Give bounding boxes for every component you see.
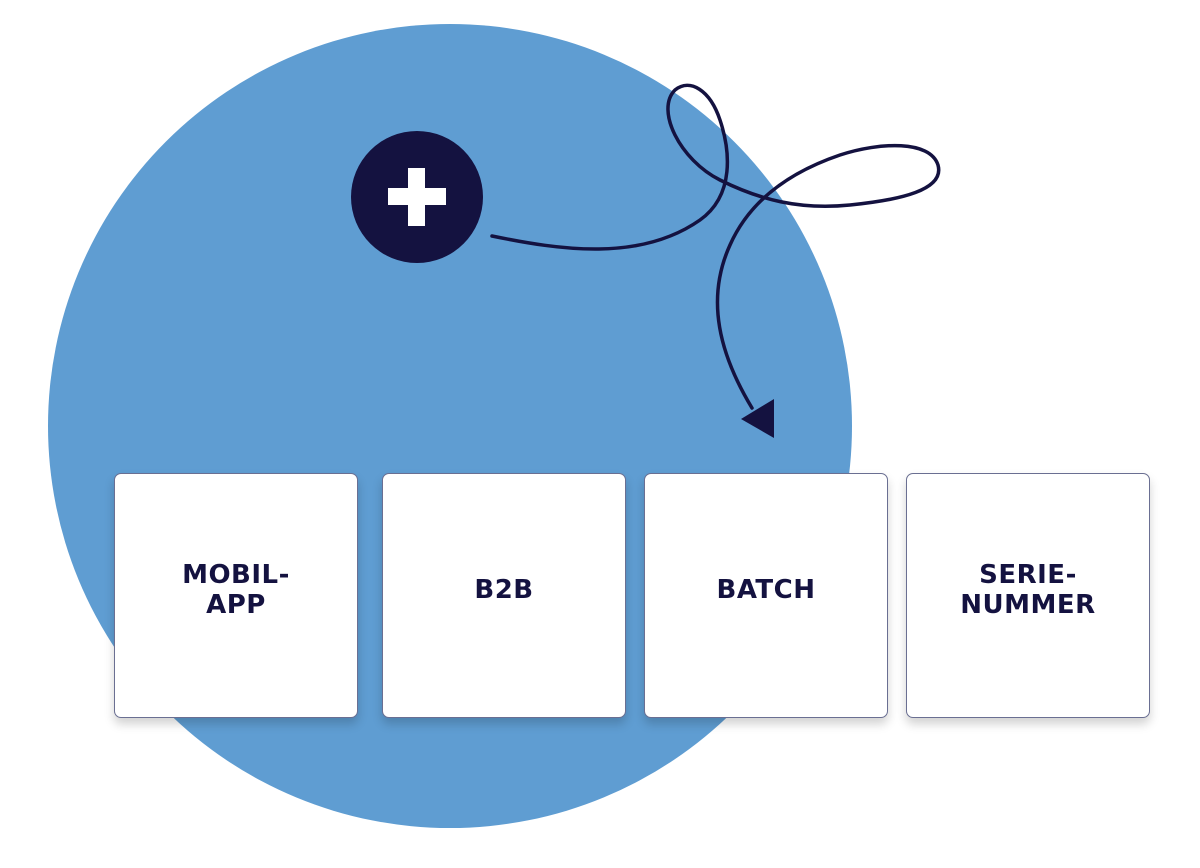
card-batch[interactable]: BATCH xyxy=(644,473,888,718)
add-button[interactable] xyxy=(351,131,483,263)
card-label: BATCH xyxy=(716,574,816,605)
card-label: B2B xyxy=(474,574,534,605)
card-b2b[interactable]: B2B xyxy=(382,473,626,718)
card-label: SERIE- NUMMER xyxy=(960,559,1096,620)
card-mobil-app[interactable]: MOBIL- APP xyxy=(114,473,358,718)
card-label: MOBIL- APP xyxy=(182,559,290,620)
card-serienummer[interactable]: SERIE- NUMMER xyxy=(906,473,1150,718)
plus-icon-vertical-bar xyxy=(408,168,425,226)
